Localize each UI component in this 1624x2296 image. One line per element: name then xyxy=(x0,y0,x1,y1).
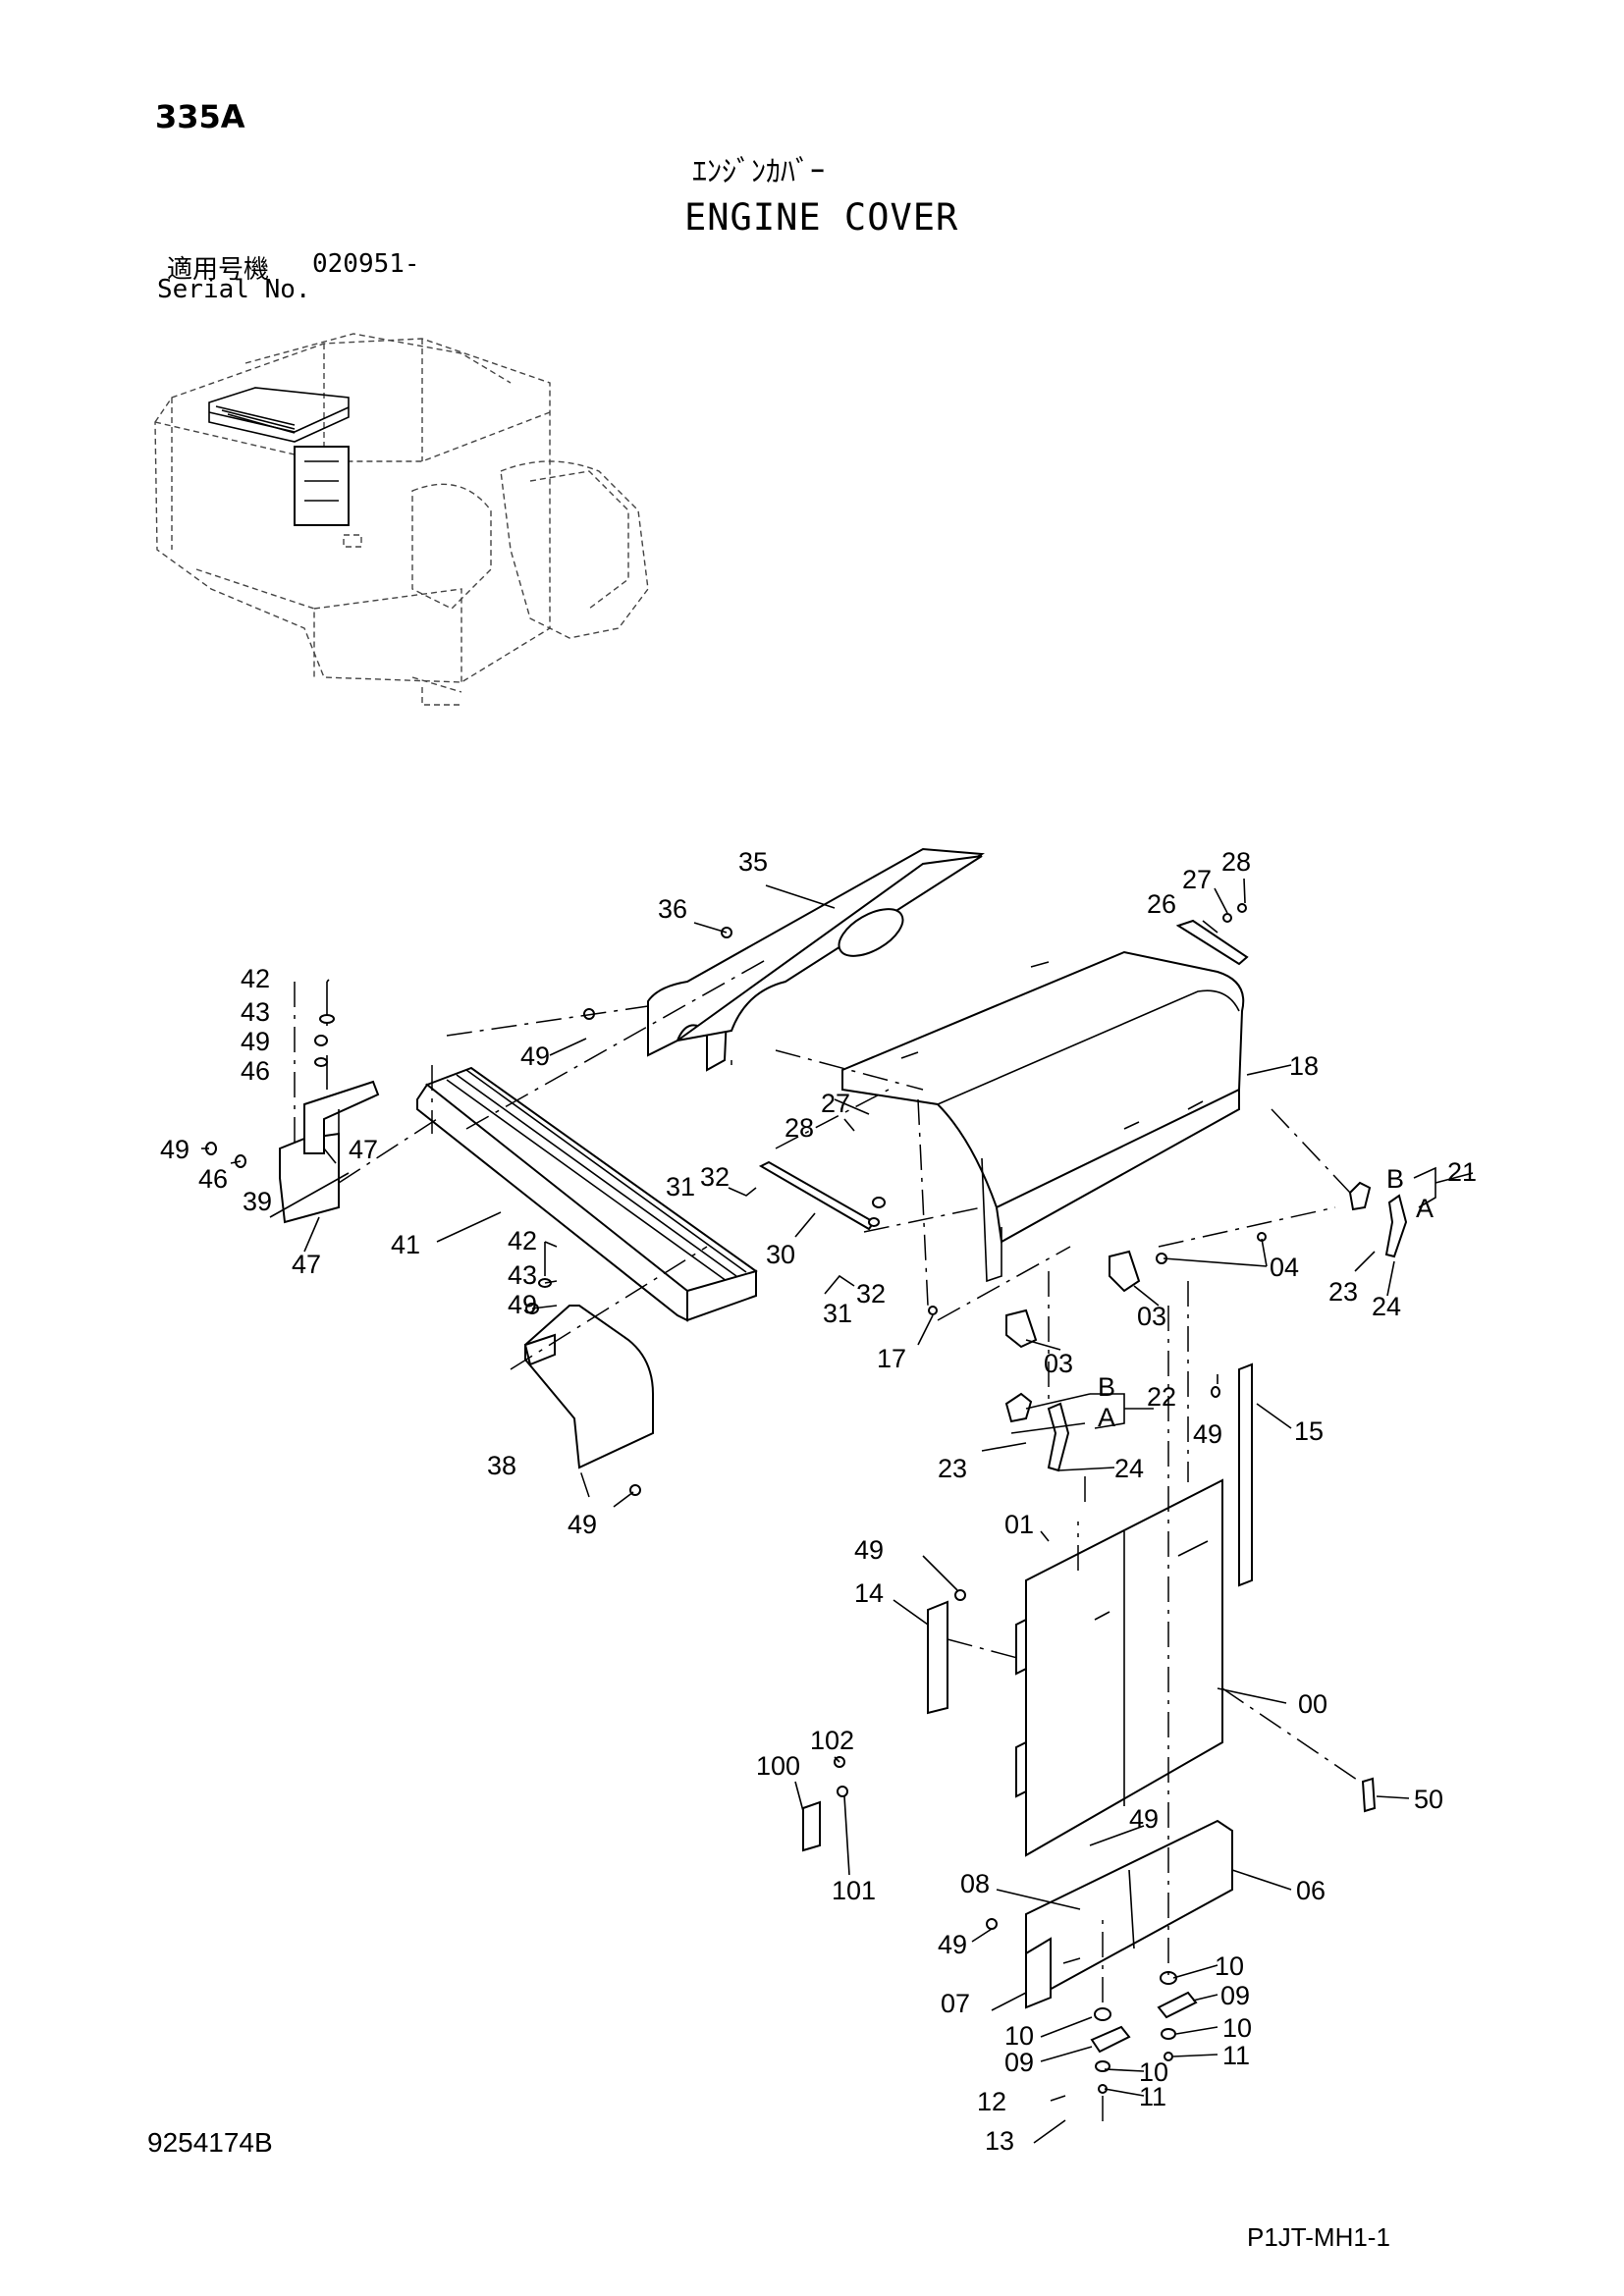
callout-23: 23 xyxy=(1328,1277,1358,1307)
callout-47: 47 xyxy=(292,1250,321,1279)
callout-11: 11 xyxy=(1222,2041,1250,2070)
callout-38: 38 xyxy=(487,1451,516,1480)
callout-21: 21 xyxy=(1447,1157,1477,1187)
callout-49: 49 xyxy=(241,1027,270,1056)
callout-49: 49 xyxy=(1129,1804,1159,1834)
callout-04: 04 xyxy=(1270,1253,1299,1282)
callout-14: 14 xyxy=(854,1578,884,1608)
callout-32: 32 xyxy=(856,1279,886,1308)
callout-43: 43 xyxy=(241,997,270,1027)
callout-23: 23 xyxy=(938,1454,967,1483)
callout-03: 03 xyxy=(1044,1349,1073,1378)
callout-49: 49 xyxy=(160,1135,189,1164)
part-50-clip xyxy=(1361,1777,1377,1813)
callout-49: 49 xyxy=(520,1041,550,1071)
leader-lines xyxy=(201,878,1474,2144)
part-26-hinge xyxy=(1175,919,1249,966)
callout-A: A xyxy=(1098,1403,1115,1432)
part-14-strip xyxy=(927,1600,948,1715)
assembly-lines xyxy=(294,956,1361,2125)
callout-10: 10 xyxy=(1004,2021,1034,2051)
callout-26: 26 xyxy=(1147,889,1176,919)
callout-49: 49 xyxy=(854,1535,884,1565)
callout-35: 35 xyxy=(738,847,768,877)
callout-31: 31 xyxy=(666,1172,695,1201)
callout-B: B xyxy=(1098,1372,1115,1402)
callout-46: 46 xyxy=(241,1056,270,1086)
callout-49: 49 xyxy=(938,1930,967,1959)
callout-39: 39 xyxy=(243,1187,272,1216)
callout-07: 07 xyxy=(941,1989,970,2018)
part-39-bracket xyxy=(279,1080,380,1224)
callout-24: 24 xyxy=(1114,1454,1144,1483)
callout-10: 10 xyxy=(1222,2013,1252,2043)
callout-22: 22 xyxy=(1147,1382,1176,1412)
serial-label-japanese: 適用号機 xyxy=(167,255,270,285)
callout-01: 01 xyxy=(1004,1510,1034,1539)
callout-100: 100 xyxy=(756,1751,800,1781)
callout-41: 41 xyxy=(391,1230,420,1259)
callout-17: 17 xyxy=(877,1344,906,1373)
callout-12: 12 xyxy=(977,2087,1006,2116)
section-code: 335A xyxy=(155,98,245,135)
callout-09: 09 xyxy=(1220,1981,1250,2010)
callout-B: B xyxy=(1386,1164,1404,1194)
callout-42: 42 xyxy=(241,964,270,993)
callout-32: 32 xyxy=(700,1162,730,1192)
machine-overview-illustration xyxy=(154,333,649,706)
callout-labels: 35 36 26 27 28 42 43 49 46 49 18 49 46 4… xyxy=(160,847,1477,2156)
part-07-panel xyxy=(1025,1937,1052,2009)
part-00-side-door xyxy=(1015,1478,1223,1857)
callout-49: 49 xyxy=(1193,1419,1222,1449)
callout-46: 46 xyxy=(198,1164,228,1194)
callout-06: 06 xyxy=(1296,1876,1326,1905)
callout-24: 24 xyxy=(1372,1292,1401,1321)
callout-03: 03 xyxy=(1137,1302,1166,1331)
callout-15: 15 xyxy=(1294,1416,1324,1446)
document-number: 9254174B xyxy=(147,2127,273,2158)
part-18-engine-cover xyxy=(841,950,1245,1283)
callout-28: 28 xyxy=(1221,847,1251,877)
callout-13: 13 xyxy=(985,2126,1014,2156)
callout-00: 00 xyxy=(1298,1689,1327,1719)
part-15-strip xyxy=(1238,1362,1253,1587)
callout-18: 18 xyxy=(1289,1051,1319,1081)
callout-30: 30 xyxy=(766,1240,795,1269)
serial-number-value: 020951- xyxy=(312,249,420,279)
part-35-top-cover xyxy=(647,847,985,1072)
callout-09: 09 xyxy=(1004,2048,1034,2077)
callout-101: 101 xyxy=(832,1876,876,1905)
part-22-latch xyxy=(1004,1392,1070,1472)
callout-102: 102 xyxy=(810,1726,854,1755)
part-21-latch xyxy=(1348,1181,1408,1258)
fasteners xyxy=(205,903,1267,2094)
callout-27: 27 xyxy=(1182,865,1212,894)
page-title: ENGINE COVER xyxy=(684,196,959,239)
part-41-grille xyxy=(416,1066,758,1322)
part-38-bracket xyxy=(523,1305,654,1469)
callout-11: 11 xyxy=(1139,2082,1166,2111)
callout-50: 50 xyxy=(1414,1785,1443,1814)
page-title-japanese: ｴﾝｼﾞﾝｶﾊﾞｰ xyxy=(692,155,825,189)
callout-49: 49 xyxy=(568,1510,597,1539)
callout-08: 08 xyxy=(960,1869,990,1898)
part-03-brackets xyxy=(1005,1250,1141,1349)
callout-47: 47 xyxy=(349,1135,378,1164)
callout-31: 31 xyxy=(823,1299,852,1328)
callout-27: 27 xyxy=(821,1089,850,1118)
part-100-bracket xyxy=(802,1800,821,1852)
callout-36: 36 xyxy=(658,894,687,924)
callout-42: 42 xyxy=(508,1226,537,1255)
callout-49: 49 xyxy=(508,1290,537,1319)
callout-43: 43 xyxy=(508,1260,537,1290)
serial-label: Serial No. xyxy=(157,275,311,304)
callout-10: 10 xyxy=(1139,2057,1168,2087)
part-06-lower-panel xyxy=(1025,1819,1233,2004)
part-30-rod xyxy=(758,1160,876,1231)
page-reference: P1JT-MH1-1 xyxy=(1247,2222,1390,2252)
callout-28: 28 xyxy=(785,1113,814,1143)
callout-A: A xyxy=(1416,1194,1434,1223)
callout-10: 10 xyxy=(1215,1951,1244,1981)
